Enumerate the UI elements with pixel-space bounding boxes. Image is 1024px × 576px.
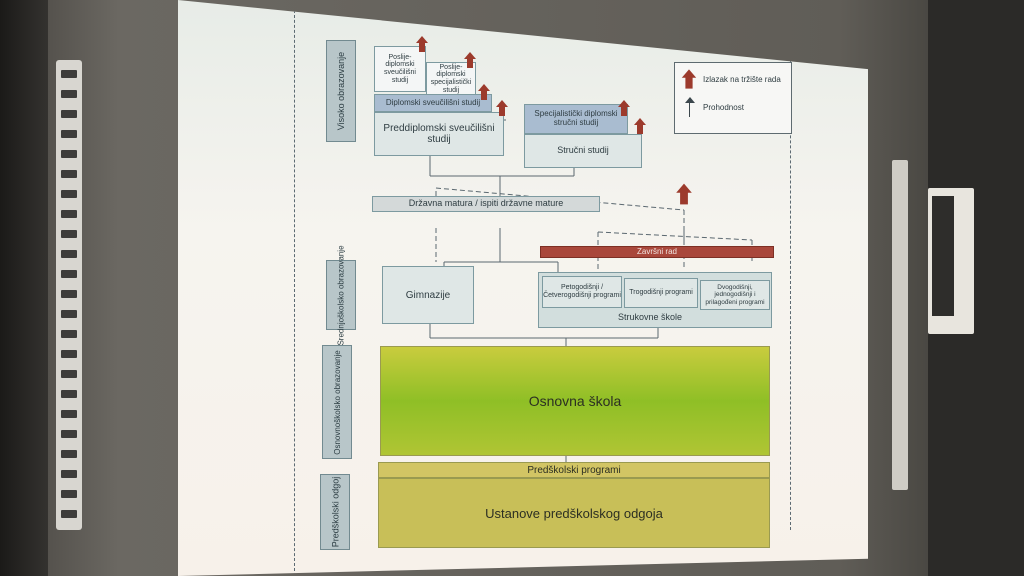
three-year-programs-box: Trogodišnji programi	[624, 278, 698, 308]
labor-market-arrow-icon	[634, 118, 646, 134]
legend: Izlazak na tržište rada Prohodnost	[674, 62, 792, 134]
labor-market-arrow-icon	[618, 100, 630, 116]
slide-border-left	[294, 0, 295, 576]
professional-study-box: Stručni studij	[524, 134, 642, 168]
graduate-university-box: Diplomski sveučilišni studij	[374, 94, 492, 112]
whiteboard-right-strip	[892, 160, 908, 490]
legend-progression-label: Prohodnost	[703, 103, 744, 112]
final-exam-bar: Završni rad	[540, 246, 774, 258]
preschool-institutions-box: Ustanove predškolskog odgoja	[378, 478, 770, 548]
specialist-professional-box: Specijalistički diplomski stručni studij	[524, 104, 628, 134]
labor-market-arrow-icon	[496, 100, 508, 116]
vocational-schools-label: Strukovne škole	[618, 312, 683, 322]
level-label-secondary: Srednjoškolsko obrazovanje	[326, 245, 356, 345]
two-year-programs-box: Dvogodišnji, jednogodišnji i prilagođeni…	[700, 280, 770, 310]
level-label-primary: Osnovnoškolsko obrazovanje	[322, 345, 352, 459]
slide-border-right	[790, 60, 791, 530]
legend-labor-market-label: Izlazak na tržište rada	[703, 75, 781, 84]
undergraduate-university-box: Preddiplomski sveučilišni studij	[374, 112, 504, 156]
wall-mounted-device	[928, 188, 974, 334]
preschool-programs-box: Predškolski programi	[378, 462, 770, 478]
level-label-preschool: Predškolski odgoj	[320, 474, 350, 550]
postgrad-specialist-box: Poslije-diplomski specijalistički studij	[426, 62, 476, 96]
primary-school-box: Osnovna škola	[380, 346, 770, 456]
projected-slide: Visoko obrazovanje Srednjoškolsko obrazo…	[178, 0, 868, 576]
gymnasium-box: Gimnazije	[382, 266, 474, 324]
whiteboard-side-buttons	[56, 60, 82, 530]
level-label-higher: Visoko obrazovanje	[326, 40, 356, 142]
state-matura-box: Državna matura / ispiti državne mature	[372, 196, 600, 212]
labor-market-arrow-icon	[464, 52, 476, 68]
labor-market-arrow-icon	[416, 36, 428, 52]
four-five-year-programs-box: Petogodišnji / Četverogodišnji programi	[542, 276, 622, 308]
labor-market-arrow-icon	[676, 183, 692, 205]
labor-market-arrow-icon	[681, 69, 697, 89]
postgrad-university-box: Poslije-diplomski sveučilišni studij	[374, 46, 426, 92]
progression-arrow-icon	[685, 97, 695, 103]
labor-market-arrow-icon	[478, 84, 490, 100]
